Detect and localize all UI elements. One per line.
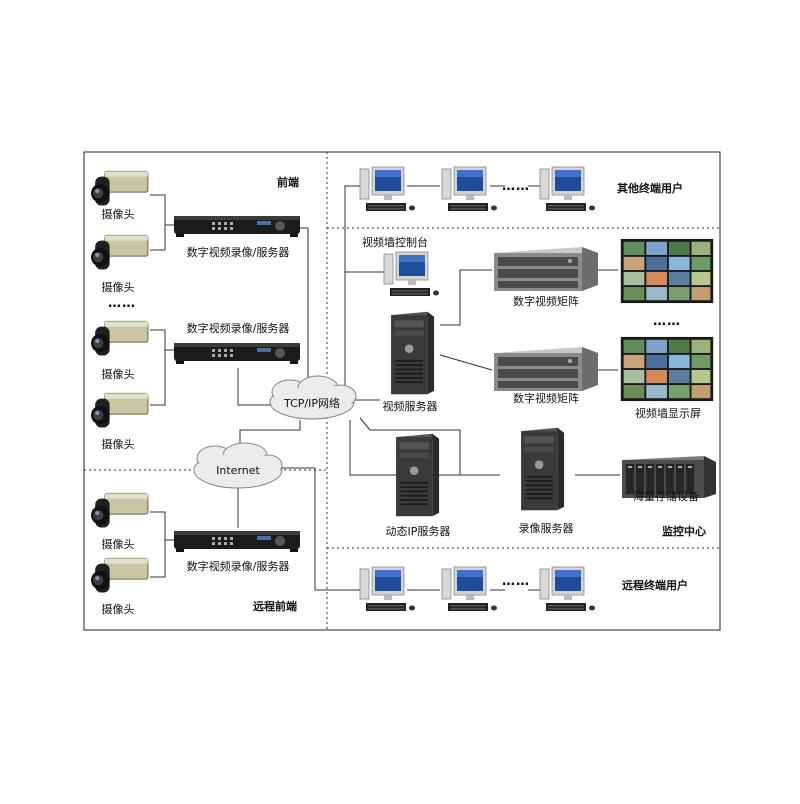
server-tower-icon bbox=[521, 427, 565, 511]
pc-icon bbox=[539, 566, 596, 612]
outer-frame bbox=[83, 151, 721, 631]
video-wall-console-label: 视频墙控制台 bbox=[362, 235, 428, 249]
camera-label-4: 摄像头 bbox=[102, 437, 135, 451]
dvr-label-1: 数字视频录像/服务器 bbox=[187, 245, 290, 259]
matrix-label-1: 数字视频矩阵 bbox=[513, 294, 579, 308]
camera-label-3: 摄像头 bbox=[102, 367, 135, 381]
tcpip-cloud: TCP/IP网络 bbox=[269, 375, 357, 420]
pc-icon bbox=[441, 566, 498, 612]
camera-label-2: 摄像头 bbox=[102, 280, 135, 294]
pc-icon bbox=[359, 566, 416, 612]
camera-label-1: 摄像头 bbox=[102, 207, 135, 221]
camera-icon bbox=[90, 320, 149, 357]
camera-icon bbox=[90, 234, 149, 271]
pc-ellipsis-bottom: …… bbox=[502, 574, 530, 589]
screen-ellipsis: …… bbox=[653, 314, 681, 329]
pc-icon bbox=[383, 251, 440, 297]
server-tower-icon bbox=[391, 311, 435, 395]
video-wall-display-label: 视频墙显示屏 bbox=[635, 406, 701, 420]
dvr-icon bbox=[174, 343, 300, 364]
camera-icon bbox=[90, 170, 149, 207]
camera-icon bbox=[90, 492, 149, 529]
recording-server-label: 录像服务器 bbox=[519, 522, 574, 535]
dvr-icon bbox=[174, 216, 300, 237]
video-server-label: 视频服务器 bbox=[383, 399, 438, 413]
matrix-label-2: 数字视频矩阵 bbox=[513, 391, 579, 405]
camera-icon bbox=[90, 392, 149, 429]
tcpip-label: TCP/IP网络 bbox=[283, 396, 340, 410]
internet-cloud: Internet bbox=[193, 442, 283, 489]
section-remote-terminal-users: 远程终端用户 bbox=[622, 578, 688, 592]
section-other-terminal-users: 其他终端用户 bbox=[617, 181, 683, 195]
dvr-label-3: 数字视频录像/服务器 bbox=[187, 559, 290, 573]
video-wall-icon bbox=[620, 238, 714, 304]
camera-label-5: 摄像头 bbox=[102, 537, 135, 551]
pc-icon bbox=[359, 166, 416, 212]
rack-server-icon bbox=[494, 247, 598, 291]
camera-label-6: 摄像头 bbox=[102, 602, 135, 616]
rack-server-icon bbox=[494, 347, 598, 391]
section-monitoring-center: 监控中心 bbox=[662, 524, 706, 538]
dvr-icon bbox=[174, 531, 300, 552]
section-remote-front-end: 远程前端 bbox=[253, 599, 297, 613]
mass-storage-label: 海量存储设备 bbox=[633, 489, 699, 503]
pc-icon bbox=[539, 166, 596, 212]
dvr-label-2: 数字视频录像/服务器 bbox=[187, 321, 290, 335]
internet-label: Internet bbox=[216, 464, 260, 477]
section-front-end: 前端 bbox=[277, 175, 299, 189]
video-wall-icon bbox=[620, 336, 714, 402]
dynamic-ip-server-label: 动态IP服务器 bbox=[386, 525, 451, 538]
camera-icon bbox=[90, 557, 149, 594]
pc-icon bbox=[441, 166, 498, 212]
server-tower-icon bbox=[396, 433, 440, 517]
camera-ellipsis: …… bbox=[108, 296, 136, 311]
pc-ellipsis-top: …… bbox=[502, 179, 530, 194]
